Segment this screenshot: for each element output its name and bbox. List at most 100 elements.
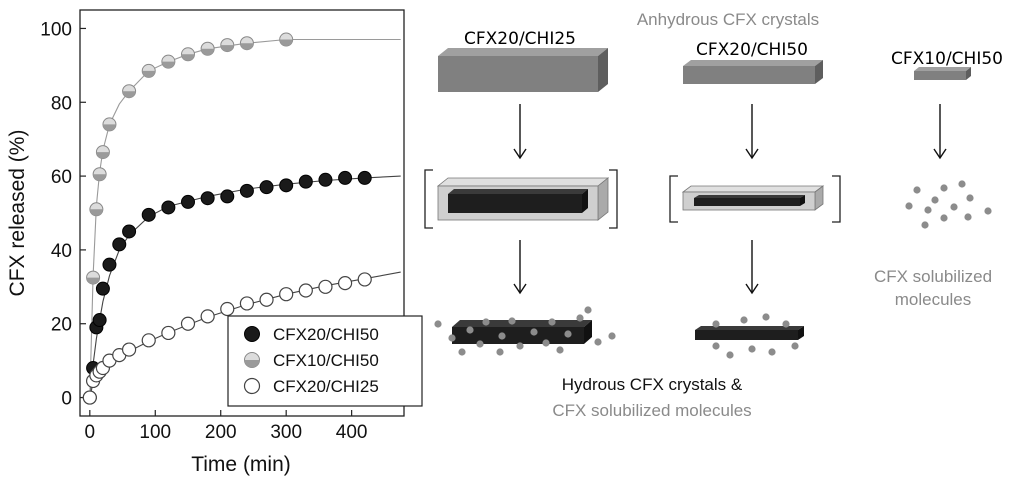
bottom-caption-line1: Hydrous CFX crystals & [562, 375, 743, 394]
y-tick-label: 40 [51, 241, 72, 262]
data-point-series-3 [220, 301, 235, 317]
hydrous-crystal-large [452, 320, 592, 344]
data-point-series-2 [86, 270, 101, 285]
data-point-series-3 [141, 333, 156, 348]
solubilized-molecules-dots [905, 180, 992, 229]
arrow-head-icon [745, 283, 759, 295]
hydrating-crystal-large [424, 169, 618, 229]
x-tick-label: 100 [139, 422, 171, 443]
x-axis-ticks: 0 100 200 300 400 [85, 410, 368, 443]
legend-marker-series-3 [243, 377, 261, 395]
anhydrous-header: Anhydrous CFX crystals [637, 10, 819, 29]
data-point-series-2 [95, 145, 110, 160]
hydrating-crystal-medium [669, 175, 841, 223]
y-tick-label: 0 [61, 389, 72, 410]
bracket-right [609, 169, 618, 229]
data-point-series-1 [95, 281, 110, 296]
data-point-series-1 [338, 170, 353, 185]
data-point-series-1 [259, 180, 274, 195]
data-point-series-1 [102, 257, 117, 272]
data-point-series-1 [279, 178, 294, 193]
anhydrous-crystal-small [914, 67, 971, 80]
data-point-series-3 [298, 283, 313, 298]
bracket-left [424, 169, 433, 229]
data-point-series-1 [200, 191, 215, 206]
anhydrous-crystal-large [438, 48, 608, 92]
x-tick-label: 0 [85, 422, 96, 443]
y-axis-label: CFX released (%) [6, 130, 29, 297]
legend-label-series-1: CFX20/CHI50 [273, 325, 379, 344]
legend-marker-series-1 [244, 326, 260, 342]
data-point-series-3 [161, 325, 176, 341]
column-label-cfx10-chi50: CFX10/CHI50 [891, 49, 1003, 69]
release-chart: 0 20 40 60 80 100 0 100 200 300 400 Time (min) CF… [6, 9, 423, 476]
data-point-series-3 [259, 292, 274, 307]
data-point-series-1 [141, 207, 156, 222]
y-tick-label: 20 [51, 315, 72, 336]
data-point-series-1 [122, 224, 137, 239]
data-point-series-2 [89, 202, 104, 217]
data-point-series-1 [181, 194, 195, 209]
arrows-bottom [513, 240, 759, 295]
data-point-series-2 [279, 32, 294, 47]
solubilized-label-line1: CFX solubilized [874, 267, 992, 286]
data-point-series-1 [357, 170, 372, 185]
bottom-caption-line2: CFX solubilized molecules [552, 401, 751, 420]
dispersed-molecules-dots-medium [712, 313, 799, 359]
legend-label-series-3: CFX20/CHI25 [273, 377, 379, 396]
data-point-series-3 [337, 276, 353, 291]
y-tick-label: 100 [40, 19, 72, 40]
data-point-series-3 [200, 309, 215, 324]
column-label-cfx20-chi25: CFX20/CHI25 [464, 29, 576, 49]
y-tick-label: 60 [51, 167, 72, 188]
data-point-series-3 [82, 390, 97, 405]
data-point-series-2 [200, 41, 215, 56]
legend-marker-series-2 [244, 352, 260, 368]
x-tick-label: 200 [205, 422, 237, 443]
data-point-series-2 [220, 38, 235, 53]
data-point-series-3 [239, 296, 255, 311]
arrow-head-icon [513, 283, 527, 295]
hydrous-crystal-medium [695, 326, 804, 340]
arrow-head-icon [513, 148, 527, 160]
data-point-series-1 [161, 200, 176, 215]
x-axis-label: Time (min) [191, 453, 291, 476]
data-point-series-2 [122, 84, 137, 99]
data-point-series-1 [298, 174, 313, 189]
x-tick-label: 300 [270, 422, 302, 443]
arrow-head-icon [745, 148, 759, 160]
data-point-series-1 [92, 313, 107, 328]
data-point-series-2 [239, 36, 254, 51]
column-label-cfx20-chi50: CFX20/CHI50 [696, 40, 808, 60]
data-point-series-2 [102, 117, 117, 132]
legend-box [227, 315, 423, 407]
data-point-series-2 [141, 63, 156, 78]
data-point-series-1 [112, 237, 127, 252]
data-point-series-2 [92, 167, 107, 182]
dispersed-molecules-dots-large [434, 306, 616, 356]
anhydrous-crystal-medium [683, 60, 823, 84]
mechanism-diagram: Anhydrous CFX crystals CFX20/CHI25 CFX20… [424, 10, 1003, 420]
arrows-top [513, 104, 947, 160]
data-point-series-1 [239, 183, 254, 198]
data-point-series-3 [180, 316, 196, 331]
data-point-series-1 [220, 189, 235, 204]
solubilized-label-line2: molecules [895, 290, 972, 309]
legend-label-series-2: CFX10/CHI50 [273, 351, 379, 370]
data-point-series-2 [181, 47, 195, 62]
x-tick-label: 400 [336, 422, 368, 443]
arrow-head-icon [933, 148, 947, 160]
data-points [82, 32, 372, 405]
data-point-series-1 [318, 172, 333, 187]
data-point-series-3 [279, 287, 294, 302]
y-tick-label: 80 [51, 93, 72, 114]
plot-frame [79, 9, 405, 417]
y-axis-ticks: 0 20 40 60 80 100 [40, 19, 86, 410]
data-point-series-3 [357, 272, 372, 287]
bracket-left [669, 175, 678, 223]
data-point-series-2 [161, 54, 176, 69]
data-point-series-3 [318, 279, 333, 294]
bracket-right [832, 175, 841, 223]
